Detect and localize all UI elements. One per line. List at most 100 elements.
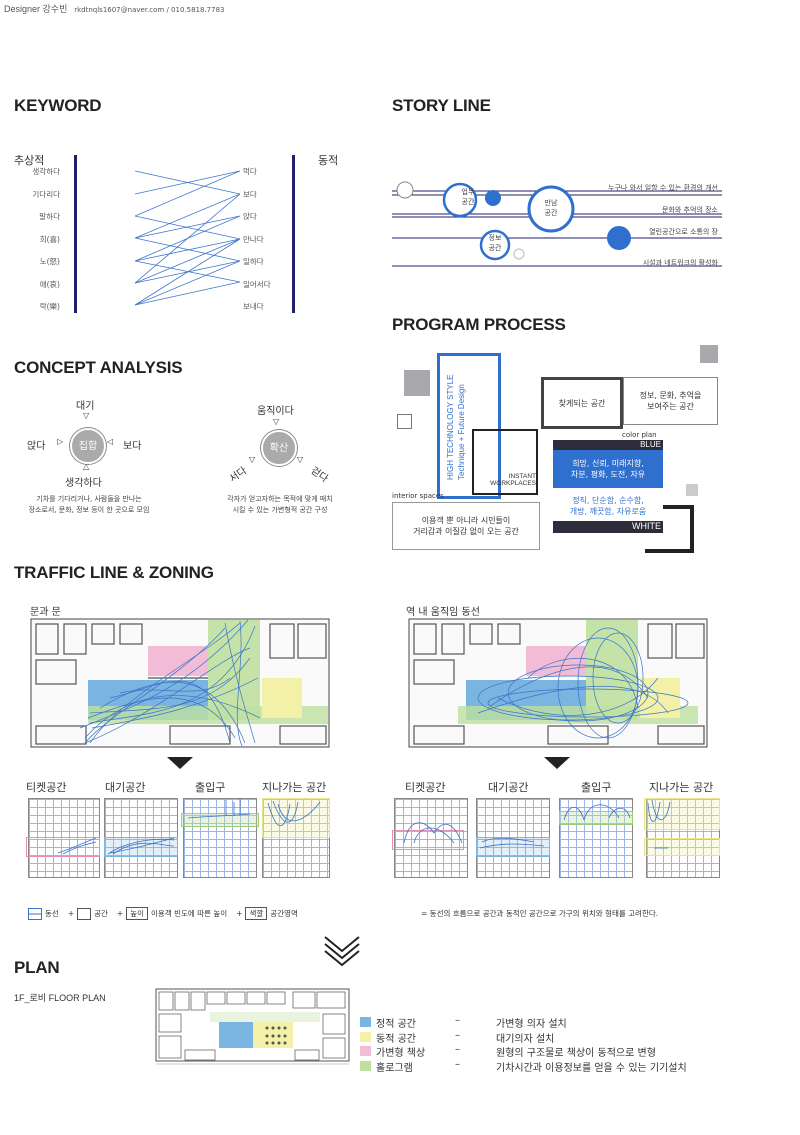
keyword-title: KEYWORD: [14, 96, 102, 115]
legend-color-label: 공간영역: [270, 909, 298, 918]
story-line-1: 누구나 와서 일할 수 있는 환경의 개선: [608, 184, 718, 192]
concept2-caption1: 각자가 얻고자하는 목적에 맞게 매치: [227, 495, 333, 503]
found-space-label: 찾게되는 공간: [558, 398, 606, 408]
traffic-left-subtitle: 문과 문: [30, 607, 61, 618]
zone-highlight-waiting-right: [476, 837, 550, 857]
blue-header-bar: [553, 440, 663, 450]
zone-left-ticket: 티켓공간: [26, 781, 67, 794]
program-title: PROGRAM PROCESS: [392, 315, 566, 334]
zone-left-passage: 지나가는 공간: [262, 781, 327, 794]
triangle-left-icon: ▽: [249, 455, 256, 464]
keyword-left-word: 락(樂): [39, 302, 60, 311]
triangle-left-icon: ◁: [107, 437, 114, 446]
plan-legend-desc: 대기의자 설치: [496, 1033, 555, 1045]
concept1-caption2: 장소로서, 문화, 정보 등이 한 곳으로 모임: [28, 506, 150, 514]
story-diagram: [392, 181, 722, 267]
plan-legend-label: 가변형 책상: [376, 1048, 426, 1059]
zone-right-waiting: 대기공간: [488, 781, 529, 794]
triangle-down-icon: ▽: [83, 411, 90, 420]
interior-label: interior spaces: [392, 492, 444, 500]
grey-square-small: [700, 345, 718, 363]
plan-subtitle: 1F_로비 FLOOR PLAN: [14, 993, 106, 1003]
plan-title: PLAN: [14, 958, 60, 977]
color-plan-label: color plan: [622, 431, 657, 439]
designer-header: Designer 강수빈 rkdtnqls1607@naver.com / 01…: [4, 2, 224, 15]
keyword-right-word: 먹다: [243, 167, 257, 176]
instant-box: [472, 429, 538, 495]
plan-floorplan: [155, 988, 350, 1065]
zone-right-ticket: 티켓공간: [405, 781, 446, 794]
zone-grid-ticket-left: [28, 798, 100, 878]
keyword-left-word: 애(哀): [39, 279, 60, 289]
keyword-left-word: 노(怒): [39, 257, 60, 266]
story-line-3: 열린공간으로 소통의 장: [649, 228, 718, 236]
info-space-label: 정보, 문화, 추억을 보여주는 공간: [639, 391, 702, 411]
zone-right-passage: 지나가는 공간: [649, 781, 714, 794]
concept2-top: 움직이다: [257, 406, 294, 417]
concept1-top: 대기: [76, 401, 95, 412]
plan-legend-desc: 가변형 의자 설치: [496, 1019, 567, 1030]
keyword-left-word: 희(喜): [39, 234, 60, 244]
plan-legend-dash: –: [455, 1058, 460, 1070]
floorplan-left: [30, 618, 330, 748]
plan-legend-swatch: [360, 1060, 371, 1071]
zone-right-entrance: 출입구: [581, 781, 612, 794]
concept1-right: 보다: [123, 441, 142, 452]
white-frame: [645, 505, 694, 553]
plan-legend-dash: –: [455, 1015, 460, 1026]
keyword-right-word: 일하다: [243, 257, 264, 266]
keyword-connections: [135, 170, 240, 306]
triangle-down-icon: ▽: [273, 417, 280, 426]
concept1-center: 집합: [78, 441, 98, 452]
blue-label: BLUE: [640, 440, 661, 449]
keyword-right-word: 보내다: [243, 302, 264, 311]
chevron-down-icon: [324, 936, 360, 967]
arrow-down-icon: [167, 757, 193, 769]
zone-highlight-passage-right-top: [644, 798, 720, 830]
plan-legend-label: 홀로그램: [376, 1062, 413, 1074]
triangle-right-icon: ▷: [57, 437, 64, 446]
concept2-caption2: 시킬 수 있는 가변형적 공간 구성: [232, 506, 328, 514]
interior-box: 이용객 뿐 아니라 시민들이 거리감과 이질감 없이 오는 공간: [392, 502, 540, 550]
story-circle-work: 업무 공간: [461, 188, 475, 206]
zone-grid-ticket-right: [394, 798, 468, 878]
arrow-down-icon: [544, 757, 570, 769]
white-text: 정직, 단순함, 순수함, 개방, 깨끗함, 자유로움: [569, 496, 647, 516]
keyword-left-word: 생각하다: [32, 167, 60, 176]
plan-legend-dash: –: [455, 1029, 460, 1041]
legend-line-icon: [28, 907, 42, 920]
concept1-bottom: 생각하다: [65, 478, 102, 489]
blue-text: 희망, 신뢰, 미래지향, 차분, 평화, 도전, 자유: [570, 459, 646, 479]
story-line-4: 시설과 네트워크의 활성화: [642, 259, 718, 267]
concept1-caption1: 기차를 기다리거나, 사람들을 만나는: [36, 495, 142, 503]
zone-highlight-ticket-left: [26, 837, 100, 857]
keyword-left-word: 기다리다: [32, 189, 60, 199]
keyword-right-word: 만나다: [243, 234, 264, 244]
high-tech-label: HIGH TECHNOLOGY STYLE: [446, 374, 455, 480]
story-circle-info: 정보 공간: [488, 234, 502, 252]
zone-highlight-passage-right-bottom: [644, 838, 720, 856]
white-label: WHITE: [632, 521, 661, 531]
keyword-left-label: 추상적: [14, 154, 45, 167]
zone-highlight-entrance-right: [559, 811, 633, 825]
traffic-right-subtitle: 역 내 움직임 동선: [406, 607, 480, 618]
found-space-box: 찾게되는 공간: [541, 377, 623, 429]
story-line-2: 문화와 추억의 장소: [662, 206, 718, 214]
instant-label: INSTANT WORKPLACES: [490, 473, 536, 487]
plan-legend-dash: –: [455, 1044, 460, 1055]
keyword-right-label: 동적: [318, 154, 339, 167]
keyword-left-word: 말하다: [39, 212, 60, 221]
plan-legend-swatch: [360, 1031, 371, 1042]
zone-lines-left: [57, 798, 321, 855]
white-footer-bar: [553, 521, 663, 533]
plan-legend-desc: 기차시간과 이용정보를 얻을 수 있는 기기설치: [496, 1062, 687, 1074]
legend-height-label: 이용객 빈도에 따른 높이: [151, 909, 228, 918]
triangle-right-icon: ▽: [297, 455, 304, 464]
keyword-right-word: 일어서다: [243, 279, 271, 289]
story-circle-meet: 만남 공간: [544, 199, 558, 217]
zone-lines-right: [403, 799, 671, 849]
zone-left-waiting: 대기공간: [105, 781, 146, 794]
plan-legend-label: 정적 공간: [376, 1019, 416, 1030]
concept2-center: 확산: [269, 443, 289, 454]
keyword-left-bar: [74, 155, 77, 313]
